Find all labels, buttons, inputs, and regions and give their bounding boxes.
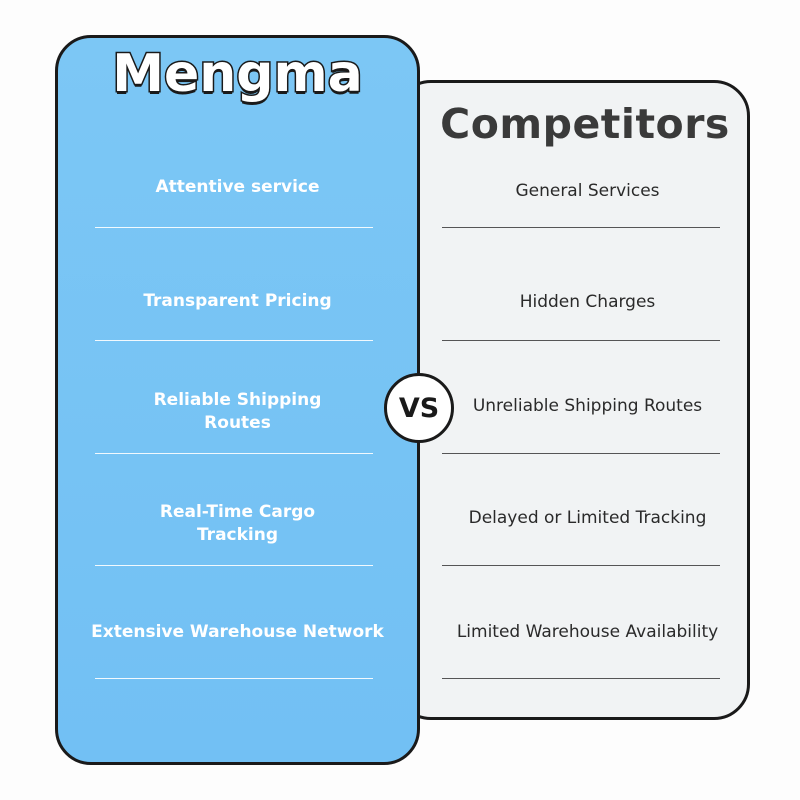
competitors-panel [395, 80, 750, 720]
competitor-item-1: General Services [515, 181, 660, 201]
competitor-divider-3 [442, 453, 720, 454]
mengma-item-5: Extensive Warehouse Network [91, 622, 384, 642]
mengma-title: Mengma [111, 43, 365, 106]
mengma-divider-3 [95, 453, 373, 454]
competitor-divider-2 [442, 340, 720, 341]
competitor-divider-4 [442, 565, 720, 566]
competitor-item-2: Hidden Charges [519, 292, 656, 312]
vs-badge: VS [384, 373, 454, 443]
mengma-item-4: Real-Time Cargo Tracking [159, 502, 316, 545]
mengma-divider-2 [95, 340, 373, 341]
mengma-divider-4 [95, 565, 373, 566]
competitor-item-5: Limited Warehouse Availability [456, 622, 719, 642]
competitor-divider-5 [442, 678, 720, 679]
mengma-divider-5 [95, 678, 373, 679]
mengma-divider-1 [95, 227, 373, 228]
competitor-item-3: Unreliable Shipping Routes [472, 396, 703, 416]
mengma-item-2: Transparent Pricing [143, 291, 332, 311]
mengma-panel [55, 35, 420, 765]
competitor-item-4: Delayed or Limited Tracking [468, 508, 707, 528]
competitor-divider-1 [442, 227, 720, 228]
competitors-title: Competitors [440, 100, 730, 148]
mengma-item-3: Reliable Shipping Routes [153, 390, 322, 433]
mengma-item-1: Attentive service [155, 177, 320, 197]
